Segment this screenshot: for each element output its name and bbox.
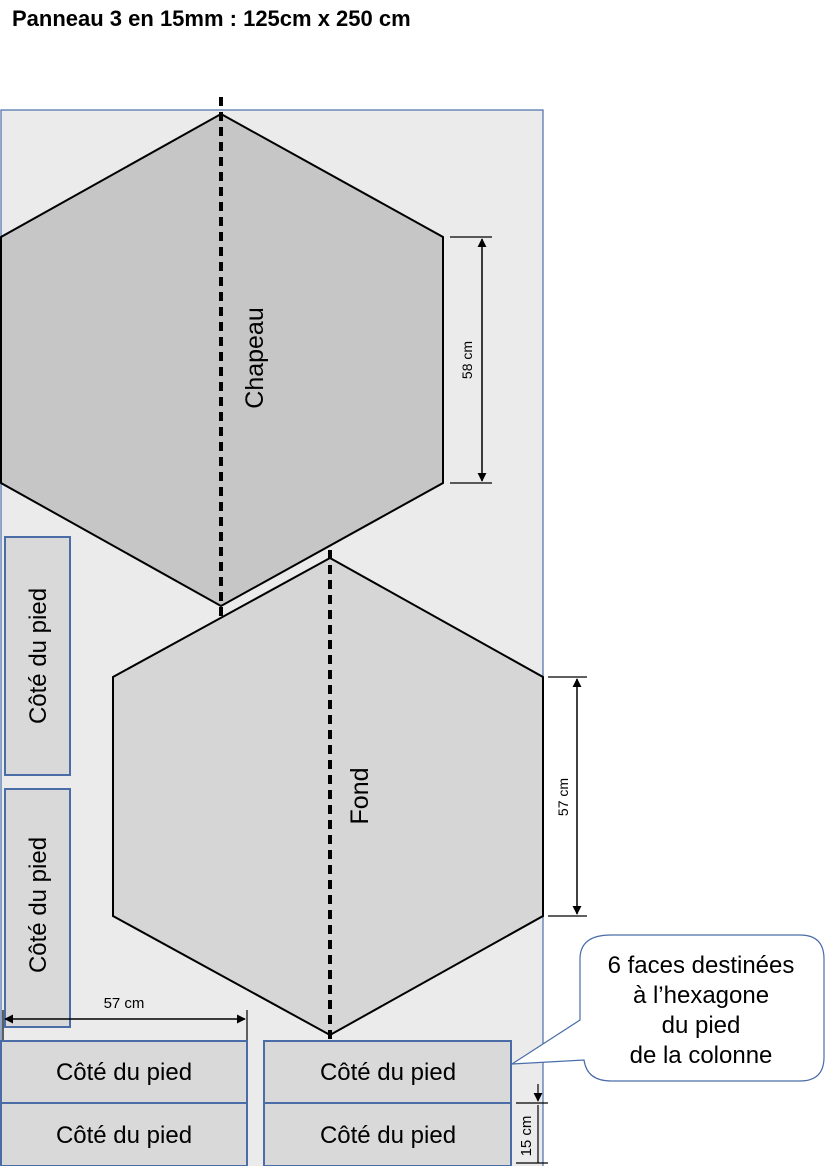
vertical-side-piece-label: Côté du pied xyxy=(25,588,52,724)
callout-line: à l’hexagone xyxy=(633,982,769,1009)
height-dim-label: 15 cm xyxy=(518,1116,535,1157)
horizontal-side-piece-label: Côté du pied xyxy=(56,1059,192,1086)
horizontal-side-piece xyxy=(0,1040,248,1104)
chapeau-label: Chapeau xyxy=(241,307,269,408)
horizontal-side-piece xyxy=(263,1040,512,1104)
horizontal-side-piece-label: Côté du pied xyxy=(320,1059,456,1086)
fond-dim-label: 57 cm xyxy=(555,778,571,816)
callout-line: 6 faces destinées xyxy=(608,952,795,979)
horizontal-side-piece xyxy=(263,1102,512,1166)
page-title: Panneau 3 en 15mm : 125cm x 250 cm xyxy=(12,6,411,31)
width-dim-label: 57 cm xyxy=(104,995,145,1012)
fond-label: Fond xyxy=(346,768,374,825)
callout-line: du pied xyxy=(662,1012,741,1039)
callout-line: de la colonne xyxy=(630,1042,773,1069)
vertical-side-piece xyxy=(4,788,71,1028)
vertical-side-piece-label: Côté du pied xyxy=(25,837,52,973)
horizontal-side-piece-label: Côté du pied xyxy=(56,1122,192,1149)
horizontal-side-piece-label: Côté du pied xyxy=(320,1122,456,1149)
chapeau-dim-label: 58 cm xyxy=(459,341,475,379)
callout-bubble xyxy=(509,934,825,1082)
horizontal-side-piece xyxy=(0,1102,248,1166)
vertical-side-piece xyxy=(4,536,71,776)
